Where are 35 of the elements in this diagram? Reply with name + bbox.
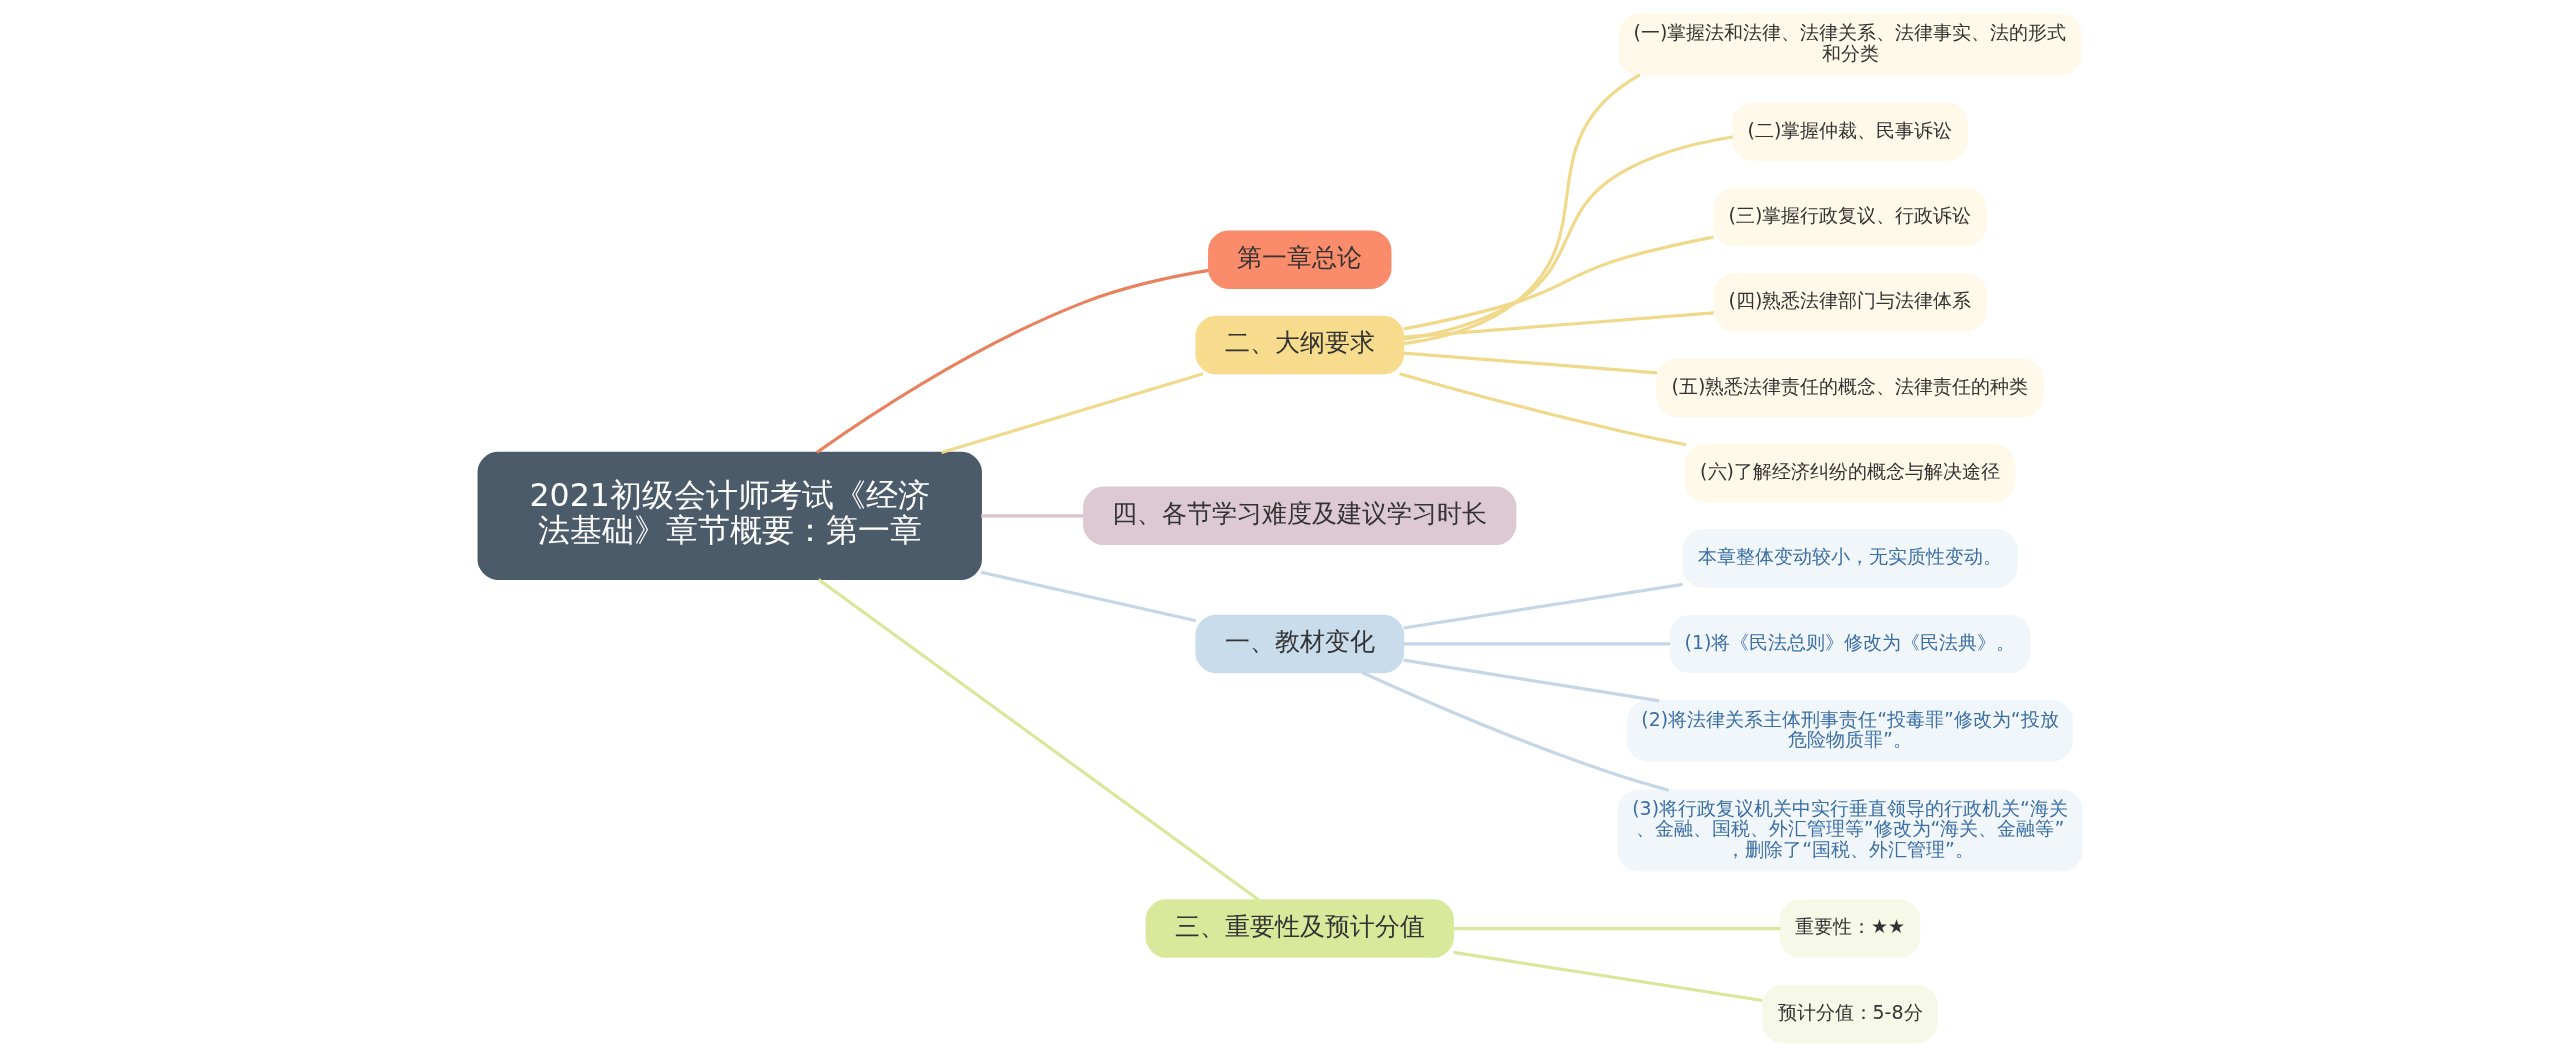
connector [1403,73,1641,346]
node-box: (四)熟悉法律部门与法律体系 [1713,273,1987,332]
node-box: 第一章总论 [1208,230,1392,289]
connector [1403,582,1683,630]
node-box: 二、大纲要求 [1195,315,1405,375]
connector [1453,926,1781,931]
connector [1403,351,1658,375]
connector [1453,950,1763,1003]
node-box: (一)掌握法和法律、法律关系、法律事实、法的形式和分类 [1618,13,2082,76]
node-box: (2)将法律关系主体刑事责任“投毒罪”修改为“投放危险物质罪”。 [1627,700,2073,762]
connector [1403,135,1733,341]
node-box: (五)熟悉法律责任的概念、法律责任的种类 [1656,358,2044,418]
node-box: 重要性：★★ [1779,899,1921,958]
connector [981,514,1084,518]
node-box: 四、各节学习难度及建议学习时长 [1083,486,1517,546]
node-box: 本章整体变动较小，无实质性变动。 [1682,529,2018,588]
node-box: (六)了解经济纠纷的概念与解决途径 [1684,443,2016,503]
node-box: 一、教材变化 [1195,614,1405,674]
connector [1403,658,1660,703]
connector [1403,235,1714,331]
connector [1398,372,1687,447]
node-box: 2021初级会计师考试《经济法基础》章节概要：第一章 [477,451,982,580]
node-box: 三、重要性及预计分值 [1145,899,1454,958]
node-box: (1)将《民法总则》修改为《民法典》。 [1669,614,2031,674]
connector [980,570,1197,623]
connector [1361,671,1670,792]
node-box: (3)将行政复议机关中实行垂直领导的行政机关“海关、金融、国税、外汇管理等”修改为“海关、金融等”，删除了“国税、外汇管理”。 [1617,789,2083,872]
connector [815,268,1209,454]
node-box: (二)掌握仲裁、民事诉讼 [1732,102,1968,161]
connector [1403,311,1714,339]
connector [941,372,1204,455]
connector [817,578,1260,901]
connector [1403,642,1671,646]
node-box: 预计分值：5-8分 [1762,984,1938,1044]
node-box: (三)掌握行政复议、行政诉讼 [1713,187,1987,247]
